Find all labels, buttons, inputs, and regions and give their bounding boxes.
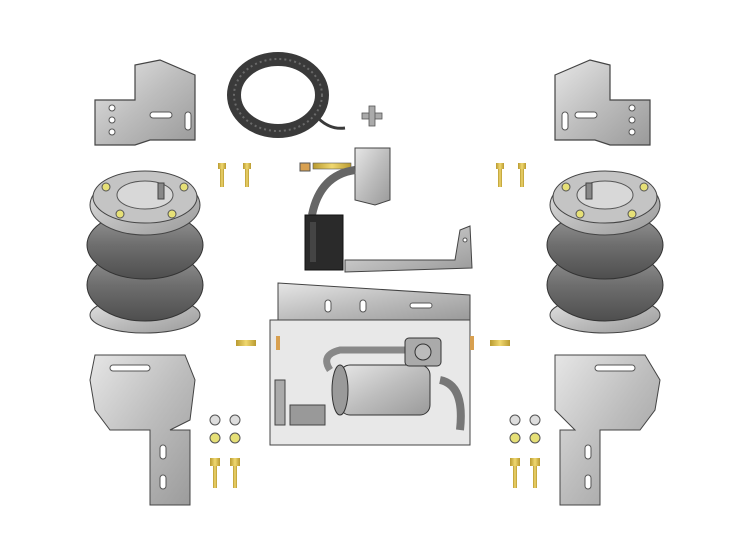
lower-bracket-left [89, 354, 196, 506]
bolt-set-upper-right [496, 163, 526, 187]
hook-bracket [344, 225, 473, 273]
bolt-set-upper-left [218, 163, 251, 187]
valve-bracket [299, 147, 391, 271]
bolt-set-lower-right [509, 414, 541, 488]
air-spring-right [546, 170, 664, 334]
upper-bracket-left [94, 59, 196, 146]
air-spring-left [86, 170, 204, 334]
lower-bracket-right [554, 354, 661, 506]
bolt-set-lower-left [209, 414, 241, 488]
compressor-mount-bracket [277, 282, 471, 321]
compressor-assembly [269, 319, 471, 446]
tee-fitting [361, 105, 383, 127]
air-line-coil [227, 52, 346, 138]
upper-bracket-right [554, 59, 651, 146]
bolt-set-middle [236, 336, 510, 350]
